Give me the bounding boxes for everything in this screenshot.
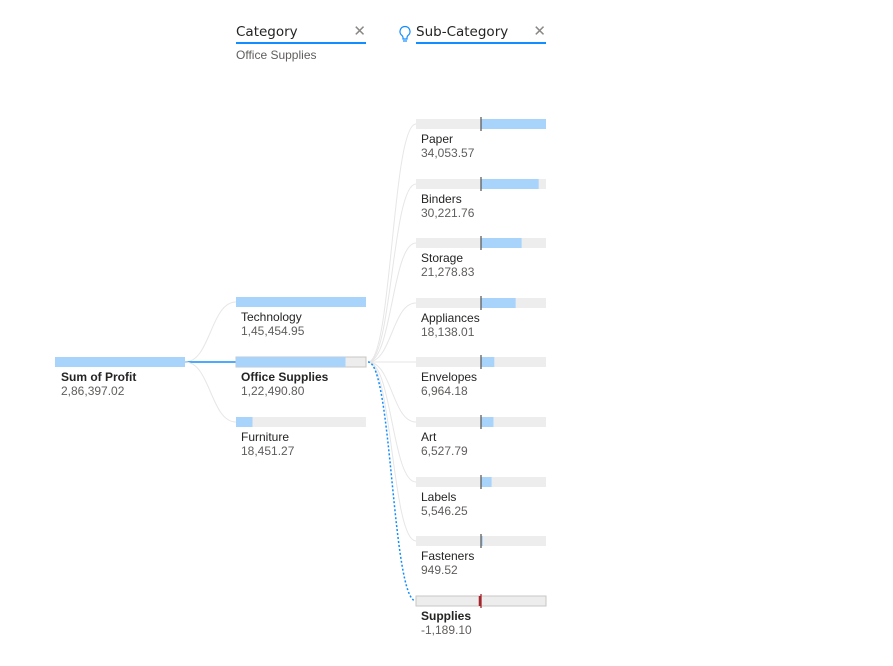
category-close-icon[interactable]: ✕ [353, 23, 366, 40]
category-furniture-track[interactable] [236, 417, 366, 427]
sub-category-close-icon[interactable]: ✕ [533, 23, 546, 40]
sub-category-paper-connector [367, 123, 417, 363]
category-technology-value: 1,45,454.95 [241, 324, 305, 338]
category-technology-connector [184, 301, 237, 363]
category-furniture-name: Furniture [241, 430, 290, 444]
sub-category-art-bar[interactable] [481, 417, 494, 427]
category-technology-name: Technology [241, 310, 302, 324]
sub-category-appliances-bar[interactable] [481, 298, 516, 308]
sub-category-labels-value: 5,546.25 [421, 504, 468, 518]
category-office-supplies-value: 1,22,490.80 [241, 384, 305, 398]
sub-category-header-underline [416, 42, 546, 44]
sub-category-header-title: Sub-Category [416, 24, 509, 40]
sub-category-paper-name: Paper [421, 132, 454, 146]
sub-category-storage-value: 21,278.83 [421, 265, 475, 279]
sub-category-storage-name: Storage [421, 251, 464, 265]
sub-category-labels-name: Labels [421, 490, 457, 504]
sub-category-labels-bar[interactable] [481, 477, 492, 487]
sub-category-paper-bar[interactable] [481, 119, 546, 129]
sub-category-envelopes-bar[interactable] [481, 357, 495, 367]
sub-category-fasteners-value: 949.52 [421, 563, 458, 577]
category-furniture-bar[interactable] [236, 417, 253, 427]
sub-category-supplies-connector [367, 361, 417, 602]
sub-category-envelopes-value: 6,964.18 [421, 384, 468, 398]
sub-category-binders-connector [367, 183, 417, 363]
sub-category-fasteners-name: Fasteners [421, 549, 475, 563]
lightbulb-icon[interactable] [398, 25, 412, 43]
sub-category-storage-connector [367, 242, 417, 363]
sub-category-art-value: 6,527.79 [421, 444, 468, 458]
sub-category-art-name: Art [421, 430, 437, 444]
category-technology-bar[interactable] [236, 297, 366, 307]
sub-category-art-connector [367, 361, 417, 423]
category-furniture-connector [184, 361, 237, 423]
sub-category-supplies-bar[interactable] [478, 596, 481, 606]
category-header[interactable]: Category ✕ [236, 22, 366, 44]
sub-category-supplies-value: -1,189.10 [421, 623, 472, 637]
root-value: 2,86,397.02 [61, 384, 125, 398]
sub-category-supplies-label: Supplies-1,189.10 [421, 609, 472, 637]
category-office-supplies-bar[interactable] [236, 357, 346, 367]
sub-category-fasteners-connector [367, 361, 417, 542]
sub-category-supplies-name: Supplies [421, 609, 472, 623]
sub-category-paper-value: 34,053.57 [421, 146, 475, 160]
sub-category-appliances-connector [367, 302, 417, 363]
sub-category-binders-value: 30,221.76 [421, 206, 475, 220]
category-office-supplies-name: Office Supplies [241, 370, 329, 384]
sub-category-storage-bar[interactable] [481, 238, 522, 248]
sub-category-appliances-value: 18,138.01 [421, 325, 475, 339]
category-header-underline [236, 42, 366, 44]
category-header-title: Category [236, 24, 298, 40]
sub-category-binders-name: Binders [421, 192, 462, 206]
category-furniture-value: 18,451.27 [241, 444, 295, 458]
sub-category-binders-bar[interactable] [481, 179, 539, 189]
sub-category-fasteners-bar[interactable] [481, 536, 483, 546]
category-selection-text: Office Supplies [236, 48, 317, 62]
sub-category-envelopes-name: Envelopes [421, 370, 478, 384]
sub-category-labels-connector [367, 361, 417, 483]
root-name: Sum of Profit [61, 370, 137, 384]
sub-category-header[interactable]: Sub-Category ✕ [416, 22, 546, 44]
root-bar[interactable] [55, 357, 185, 367]
sub-category-appliances-name: Appliances [421, 311, 480, 325]
